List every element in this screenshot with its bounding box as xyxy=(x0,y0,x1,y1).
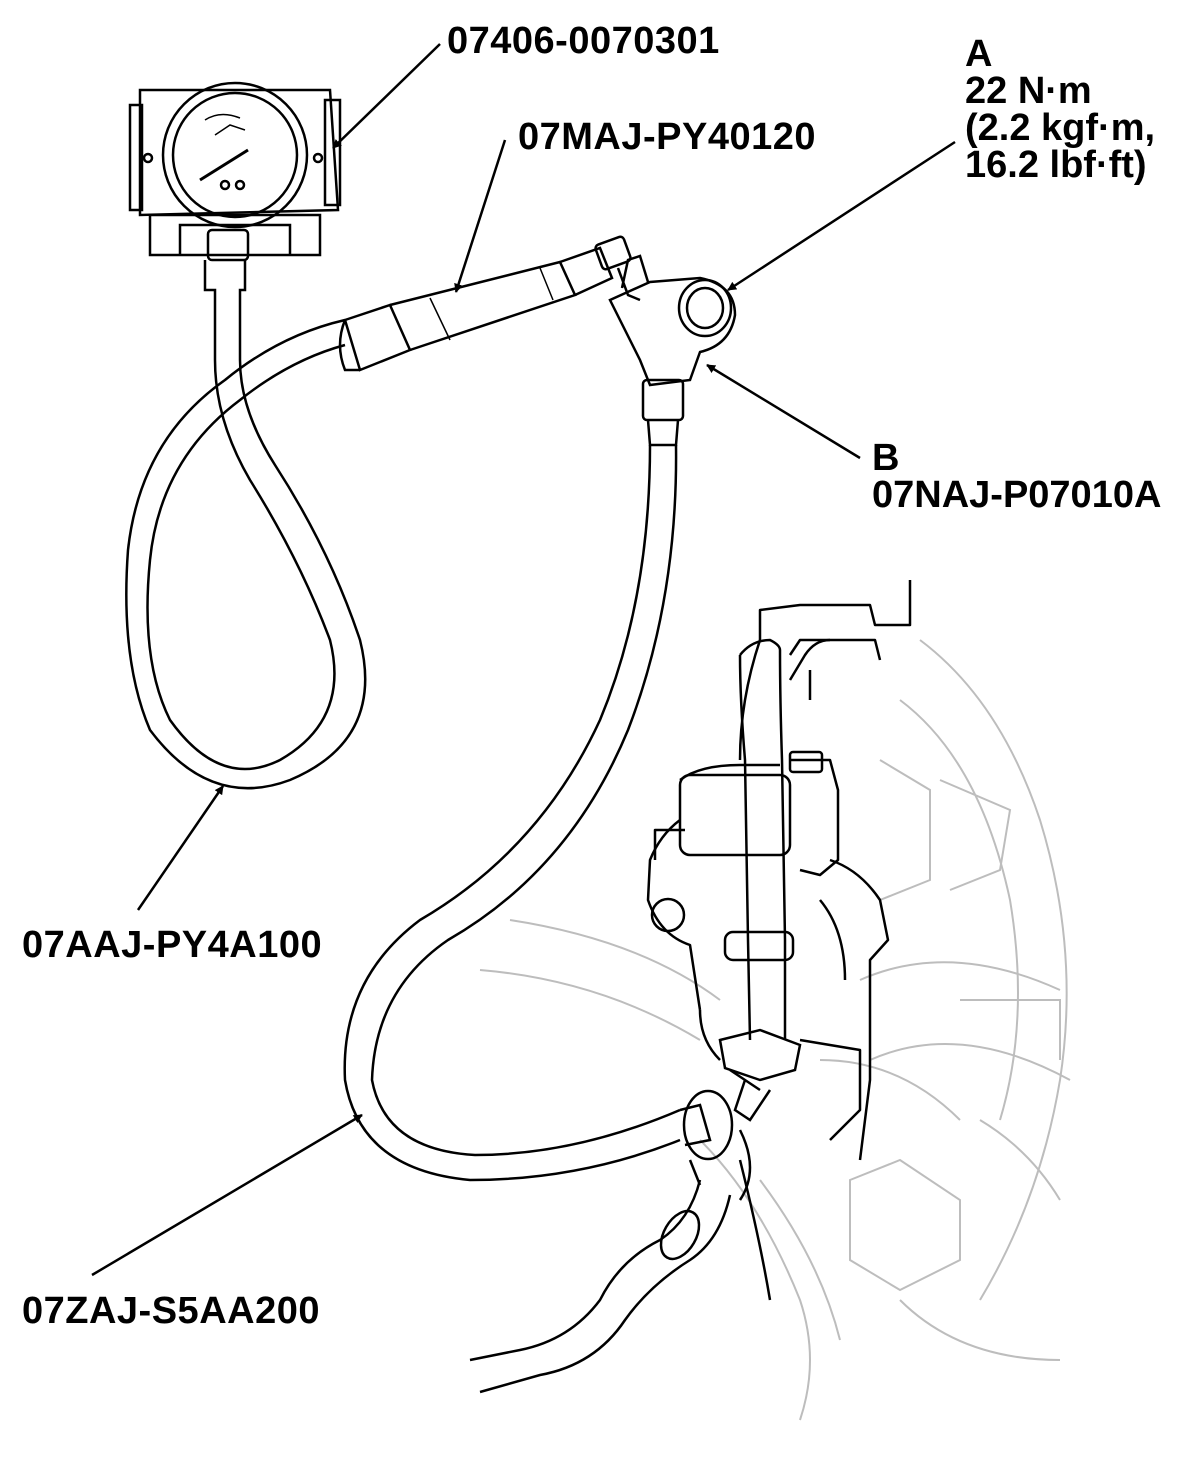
leader-callout-b xyxy=(706,363,861,460)
adapter-hose-assembly xyxy=(338,235,641,372)
gauge-hose xyxy=(125,260,367,790)
tee-adapter xyxy=(608,254,737,447)
torque-kgf: (2.2 kgf·m, xyxy=(965,107,1156,149)
leader-supply-hose xyxy=(91,1113,363,1277)
drain-line xyxy=(469,1129,752,1394)
pump-assembly xyxy=(646,580,912,1301)
pump-fittings xyxy=(682,1028,802,1186)
label-adapter-hose: 07MAJ-PY40120 xyxy=(518,116,817,158)
label-gauge-hose: 07AAJ-PY4A100 xyxy=(22,924,323,966)
leader-adapter-hose xyxy=(454,139,507,293)
label-supply-hose: 07ZAJ-S5AA200 xyxy=(22,1290,320,1332)
engine-background xyxy=(479,639,1071,1421)
leader-lines xyxy=(91,43,956,1277)
leader-callout-a xyxy=(727,140,956,292)
callout-a-letter: A xyxy=(965,33,993,75)
label-gauge: 07406-0070301 xyxy=(447,20,720,62)
torque-lbf: 16.2 lbf·ft) xyxy=(965,144,1147,186)
callout-b-part: 07NAJ-P07010A xyxy=(872,474,1162,516)
callout-b: B 07NAJ-P07010A xyxy=(872,437,1162,516)
supply-hose xyxy=(343,444,712,1182)
leader-gauge xyxy=(332,43,441,149)
torque-nm: 22 N·m xyxy=(965,70,1092,112)
leader-gauge-hose xyxy=(136,785,225,911)
pressure-gauge xyxy=(128,81,342,262)
callout-b-letter: B xyxy=(872,437,900,479)
callout-a: A 22 N·m (2.2 kgf·m, 16.2 lbf·ft) xyxy=(965,33,1156,186)
return-tube xyxy=(723,638,831,1041)
